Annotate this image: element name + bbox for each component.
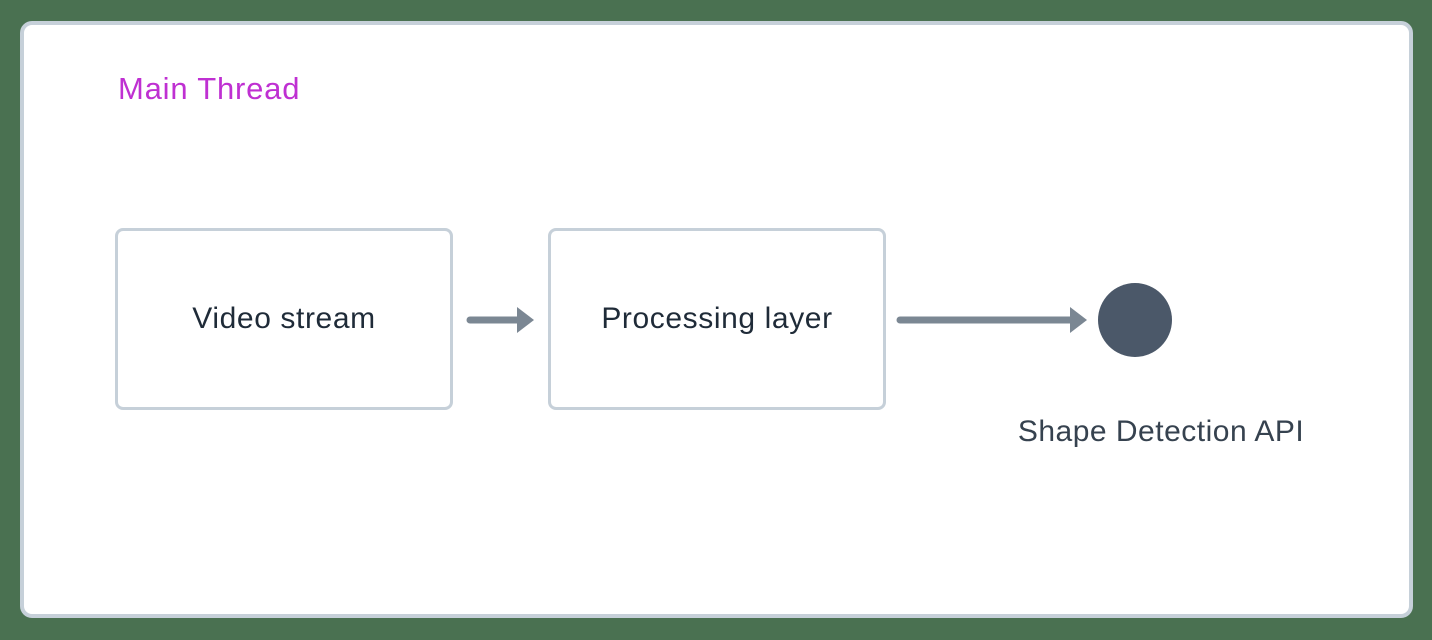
panel-title: Main Thread <box>118 71 301 106</box>
node-processing-layer: Processing layer <box>548 228 886 410</box>
shape-detection-api-label: Shape Detection API <box>1017 415 1305 448</box>
arrow-right-icon <box>896 307 1087 333</box>
shape-detection-api-dot <box>1098 283 1172 357</box>
node-video-stream-label: Video stream <box>192 302 376 335</box>
arrow-right-icon <box>466 307 534 333</box>
main-thread-panel: Main Thread Video stream Processing laye… <box>20 21 1413 618</box>
node-processing-layer-label: Processing layer <box>601 302 833 335</box>
node-video-stream: Video stream <box>115 228 453 410</box>
